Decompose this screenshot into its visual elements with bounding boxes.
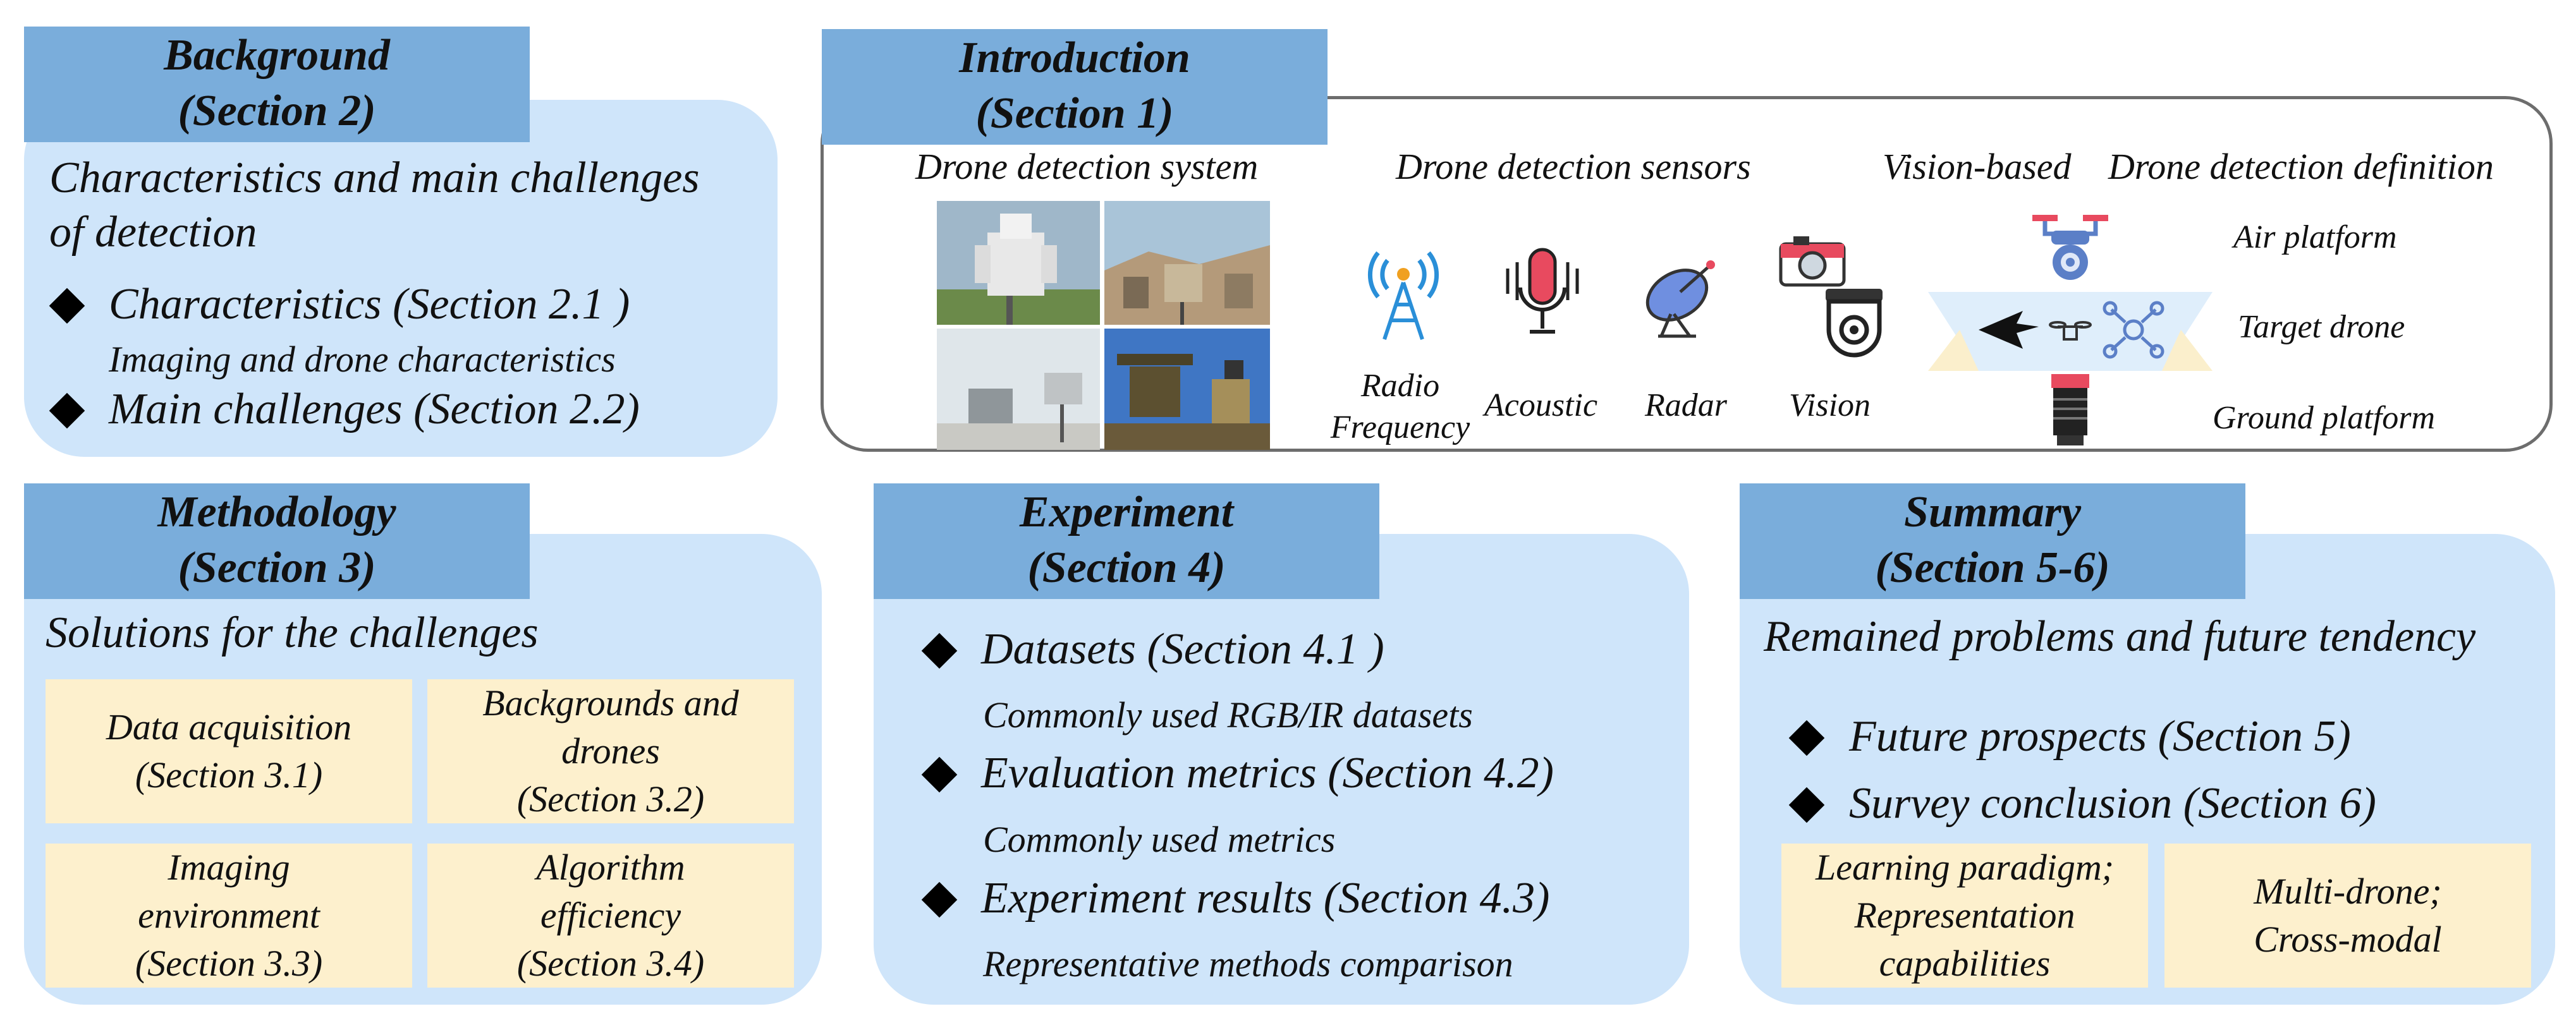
methodology-box-line: Imaging [168,847,290,888]
summary-box-learning: Learning paradigm; Representation capabi… [1781,844,2148,988]
background-heading-line2: of detection [49,208,257,257]
experiment-panel [874,534,1689,1005]
background-item-challenges: Main challenges (Section 2.2) [109,385,640,433]
methodology-box-line: (Section 3.4) [516,943,705,984]
experiment-tab-section: (Section 4) [1027,543,1226,592]
introduction-tab-section: (Section 1) [975,89,1174,138]
methodology-box-line: drones [561,730,660,772]
methodology-box-line: Data acquisition [106,706,352,748]
definition-label: Drone detection definition [2108,146,2494,187]
introduction-tab-title: Introduction [959,33,1190,82]
experiment-tab: Experiment (Section 4) [874,483,1379,599]
experiment-item-results-sub: Representative methods comparison [983,943,1513,984]
radio-tower-icon [1362,248,1444,346]
platform-label-ground: Ground platform [2213,400,2435,436]
sensor-label-radio-text: Radio Frequency [1330,368,1470,445]
background-tab-title: Background [164,31,390,80]
drone-system-photo-2 [1104,201,1270,325]
experiment-tab-title: Experiment [1019,488,1234,536]
summary-box-line: Multi-drone; [2254,871,2442,912]
microphone-icon [1495,243,1590,348]
camera-icon [1778,233,1847,293]
methodology-tab: Methodology (Section 3) [24,483,530,599]
background-tab: Background (Section 2) [24,27,530,142]
summary-item-conclusion: Survey conclusion (Section 6) [1849,779,2376,828]
methodology-box-line: Algorithm [536,847,685,888]
summary-item-prospects: Future prospects (Section 5) [1849,712,2351,761]
methodology-box-line: environment [138,895,320,936]
summary-box-line: Representation [1854,895,2075,936]
system-label: Drone detection system [915,146,1259,187]
methodology-box-line: efficiency [540,895,681,936]
drone-system-photo-1 [937,201,1100,325]
experiment-item-datasets: Datasets (Section 4.1 ) [981,625,1384,674]
background-tab-section: (Section 2) [178,87,376,135]
experiment-item-results: Experiment results (Section 4.3) [981,874,1550,923]
summary-heading: Remained problems and future tendency [1764,612,2476,661]
background-item-characteristics: Characteristics (Section 2.1 ) [109,280,630,329]
methodology-tab-title: Methodology [157,488,396,536]
vision-based-label: Vision-based [1883,146,2072,187]
background-panel [24,100,778,457]
sensors-label: Drone detection sensors [1396,146,1751,187]
summary-box-multidrone: Multi-drone; Cross-modal [2164,844,2531,988]
sensor-label-vision: Vision [1789,387,1871,423]
experiment-item-metrics-sub: Commonly used metrics [983,819,1336,860]
target-drone-area [1928,292,2213,374]
summary-tab-title: Summary [1903,488,2082,536]
methodology-heading: Solutions for the challenges [46,608,539,657]
introduction-tab: Introduction (Section 1) [822,29,1328,145]
methodology-box-line: (Section 3.3) [135,943,323,984]
platform-label-target: Target drone [2238,309,2405,345]
summary-tab: Summary (Section 5-6) [1740,483,2245,599]
ground-platform-lens-icon [2048,374,2092,450]
summary-box-line: Learning paradigm; [1815,847,2115,888]
methodology-tab-section: (Section 3) [178,543,376,592]
methodology-box-line: (Section 3.2) [516,778,705,820]
background-item-characteristics-sub: Imaging and drone characteristics [109,339,616,380]
sensor-label-acoustic: Acoustic [1484,387,1598,423]
background-heading-line1: Characteristics and main challenges [49,154,700,202]
methodology-box-line: Backgrounds and [482,682,739,723]
security-camera-icon [1819,286,1889,365]
methodology-box-line: (Section 3.1) [135,754,323,796]
drone-system-photo-4 [1104,329,1270,450]
methodology-box-algorithm: Algorithm efficiency (Section 3.4) [427,844,794,988]
methodology-box-data-acquisition: Data acquisition (Section 3.1) [46,679,412,823]
methodology-box-imaging: Imaging environment (Section 3.3) [46,844,412,988]
drone-system-photo-3 [937,329,1100,450]
platform-label-air: Air platform [2233,219,2397,255]
summary-box-line: capabilities [1879,943,2051,984]
methodology-box-backgrounds: Backgrounds and drones (Section 3.2) [427,679,794,823]
air-platform-drone-icon [2026,209,2115,291]
experiment-item-metrics: Evaluation metrics (Section 4.2) [981,749,1554,797]
experiment-item-datasets-sub: Commonly used RGB/IR datasets [983,694,1473,735]
sensor-label-radio: Radio Frequency [1318,365,1482,449]
radar-dish-icon [1636,248,1731,346]
summary-tab-section: (Section 5-6) [1875,543,2110,592]
summary-box-line: Cross-modal [2254,919,2442,960]
sensor-label-radar: Radar [1645,387,1727,423]
